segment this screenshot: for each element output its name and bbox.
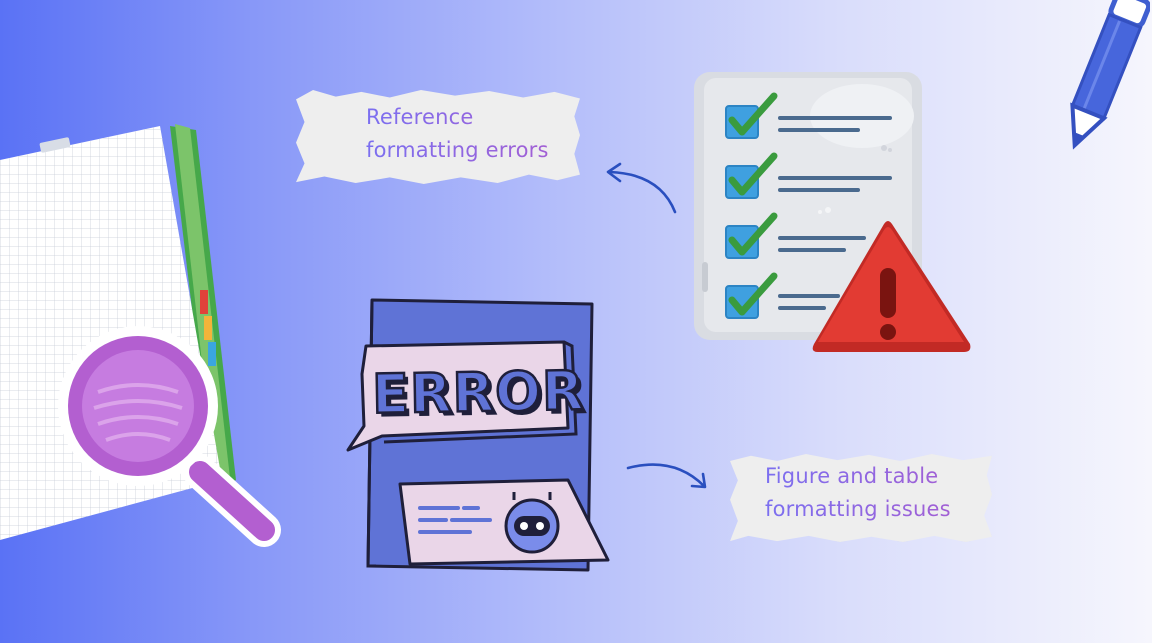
- figure-note-line-1: Figure and table: [765, 464, 939, 488]
- curved-arrow-icon: [606, 162, 677, 214]
- error-label: ERROR: [370, 358, 586, 427]
- reference-note-line-1: Reference: [366, 105, 474, 129]
- magnifying-glass-icon: [58, 326, 281, 547]
- figure-note-line-2: formatting issues: [765, 497, 951, 521]
- reference-note-line-2: formatting errors: [366, 138, 549, 162]
- reference-note-text: Reference formatting errors: [366, 101, 549, 167]
- figure-note-text: Figure and table formatting issues: [765, 460, 951, 526]
- figure-note: [730, 454, 992, 542]
- pencil-icon: [1070, 0, 1150, 150]
- warning-triangle-icon: [812, 221, 971, 352]
- checklist-icon: [694, 72, 971, 352]
- error-card-icon: [346, 298, 610, 572]
- curved-arrow-icon-2: [626, 463, 707, 489]
- reference-note: [296, 90, 580, 184]
- robot-icon: [504, 492, 560, 554]
